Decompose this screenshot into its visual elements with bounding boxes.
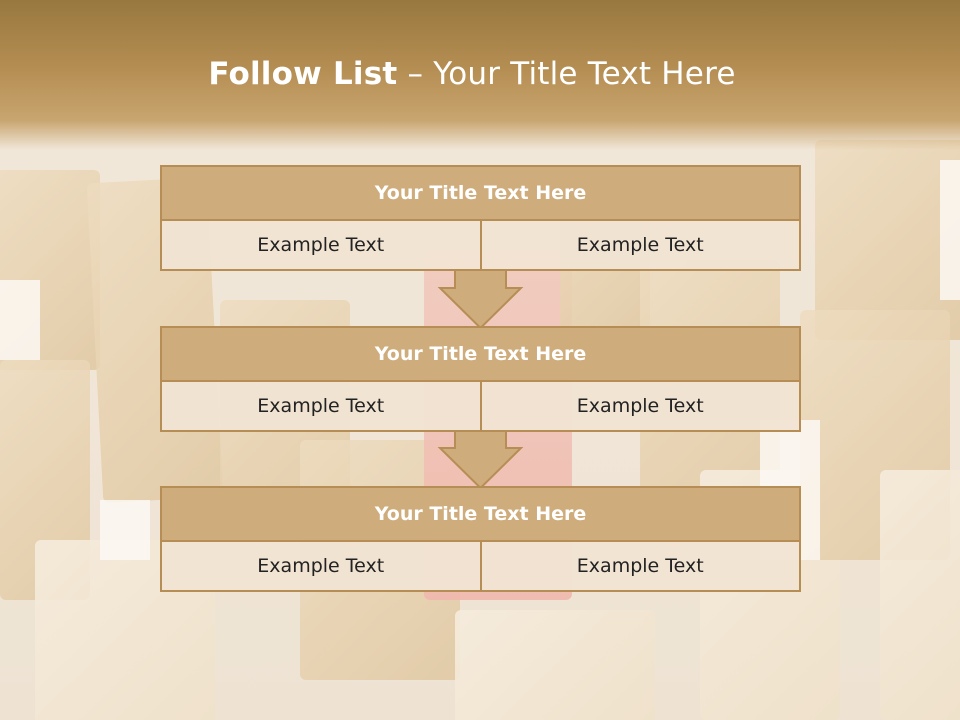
down-arrow-icon [437,270,524,330]
group-cell: Example Text [481,221,801,271]
slide-title: Follow List – Your Title Text Here [0,56,944,92]
group-title: Your Title Text Here [160,326,801,382]
group-cell: Example Text [481,542,801,592]
group-row: Example Text Example Text [160,542,801,592]
header-band [0,0,960,150]
list-group-3: Your Title Text Here Example Text Exampl… [160,486,801,592]
group-cell: Example Text [481,382,801,432]
group-cell: Example Text [160,542,482,592]
group-title: Your Title Text Here [160,486,801,542]
down-arrow-icon [437,430,524,490]
group-cell: Example Text [160,221,482,271]
list-group-1: Your Title Text Here Example Text Exampl… [160,165,801,271]
group-row: Example Text Example Text [160,221,801,271]
group-title: Your Title Text Here [160,165,801,221]
slide-title-rest: – Your Title Text Here [397,56,736,92]
group-cell: Example Text [160,382,482,432]
list-group-2: Your Title Text Here Example Text Exampl… [160,326,801,432]
group-row: Example Text Example Text [160,382,801,432]
slide-title-bold: Follow List [208,56,398,92]
